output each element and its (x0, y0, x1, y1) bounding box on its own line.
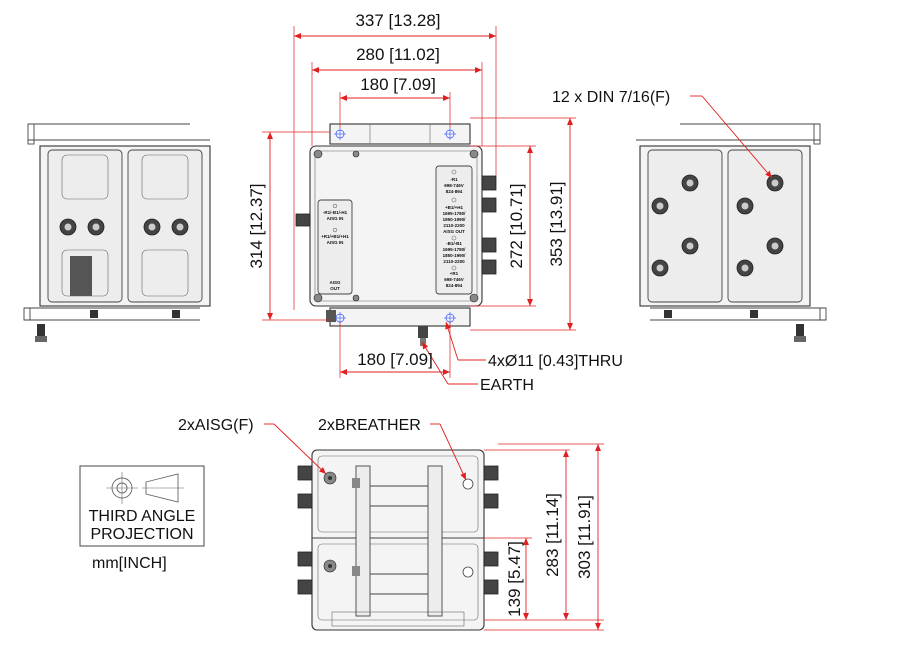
din-port (143, 218, 161, 236)
aisg-port (323, 559, 337, 573)
panel-label: AISG IN (327, 240, 344, 245)
panel-label: 1695-1780/ (443, 247, 467, 252)
panel-label: 698-746V (444, 183, 464, 188)
breather-icon (462, 566, 474, 578)
din-connector (483, 551, 499, 567)
din-connector (481, 237, 497, 253)
panel-label: -R1 (450, 177, 458, 182)
panel-label: AISG (329, 280, 341, 285)
din-port (736, 197, 754, 215)
panel-label: 1695-1780/ (443, 211, 467, 216)
panel-label: -R1/-B1/-H1 (323, 210, 348, 215)
din-connector (297, 551, 313, 567)
panel-label: 2110-2200 (443, 259, 465, 264)
front-view: -R1 698-746V 824-894 +B1/+H1 1695-1780/ … (295, 123, 497, 346)
panel-label: 698-746V (444, 277, 464, 282)
panel-label: 824-894 (446, 283, 463, 288)
din-connector (483, 579, 499, 595)
din-connector (483, 465, 499, 481)
din-port (681, 237, 699, 255)
din-port (651, 259, 669, 277)
dim-body-height: 314 [12.37] (247, 183, 266, 268)
earth-stud (794, 324, 806, 342)
panel-label: +R1/+B1/+H1 (321, 234, 349, 239)
callout-breather: 2xBREATHER (318, 417, 421, 434)
projection-symbol (79, 465, 205, 547)
dim-top-view-overall: 303 [11.91] (575, 495, 594, 579)
din-connector (297, 579, 313, 595)
dim-top-hole-spacing: 180 [7.09] (360, 75, 436, 94)
label-plate (70, 256, 92, 296)
dim-top-view-half: 139 [5.47] (505, 541, 524, 617)
din-connector (297, 493, 313, 509)
dim-top-view-depth: 283 [11.14] (543, 493, 562, 577)
left-side-view (23, 123, 211, 342)
projection-line1: THIRD ANGLE (89, 508, 196, 525)
panel-label: 824-894 (446, 189, 463, 194)
dim-bottom-hole-spacing: 180 [7.09] (357, 350, 433, 369)
din-port (87, 218, 105, 236)
din-port (171, 218, 189, 236)
panel-label: +R1 (450, 271, 459, 276)
din-connector (483, 493, 499, 509)
panel-label: AISG IN (327, 216, 344, 221)
din-connector (297, 465, 313, 481)
din-port (736, 259, 754, 277)
din-port (766, 237, 784, 255)
panel-label: AISG OUT (443, 229, 465, 234)
din-port (59, 218, 77, 236)
din-connector (481, 175, 497, 191)
dim-inner-height: 272 [10.71] (507, 183, 526, 268)
aisg-connector (295, 213, 311, 227)
breather-icon (462, 478, 474, 490)
projection-line2: PROJECTION (90, 526, 193, 543)
dim-overall-height: 353 [13.91] (547, 181, 566, 266)
dim-mid-width: 280 [11.02] (356, 45, 440, 64)
earth-stud (35, 324, 47, 342)
callout-holes: 4xØ11 [0.43]THRU (488, 353, 623, 370)
din-port (766, 174, 784, 192)
dim-overall-width: 337 [13.28] (355, 11, 440, 30)
panel-label: -B1/-B1 (446, 241, 462, 246)
units-label: mm[INCH] (92, 555, 167, 572)
panel-label: +B1/+H1 (445, 205, 464, 210)
din-connector (481, 259, 497, 275)
top-view (297, 449, 499, 631)
din-port (681, 174, 699, 192)
din-connector (481, 197, 497, 213)
panel-label: 1850-1990/ (443, 253, 467, 258)
panel-label: OUT (330, 286, 340, 291)
panel-label: 1850-1990/ (443, 217, 467, 222)
callout-aisg: 2xAISG(F) (178, 417, 254, 434)
aisg-port (323, 471, 337, 485)
panel-label: 2110-2200 (443, 223, 465, 228)
din-port (651, 197, 669, 215)
dimension-lines (262, 26, 773, 631)
callout-din: 12 x DIN 7/16(F) (552, 89, 670, 106)
callout-earth: EARTH (480, 377, 534, 394)
right-side-view (636, 123, 827, 342)
